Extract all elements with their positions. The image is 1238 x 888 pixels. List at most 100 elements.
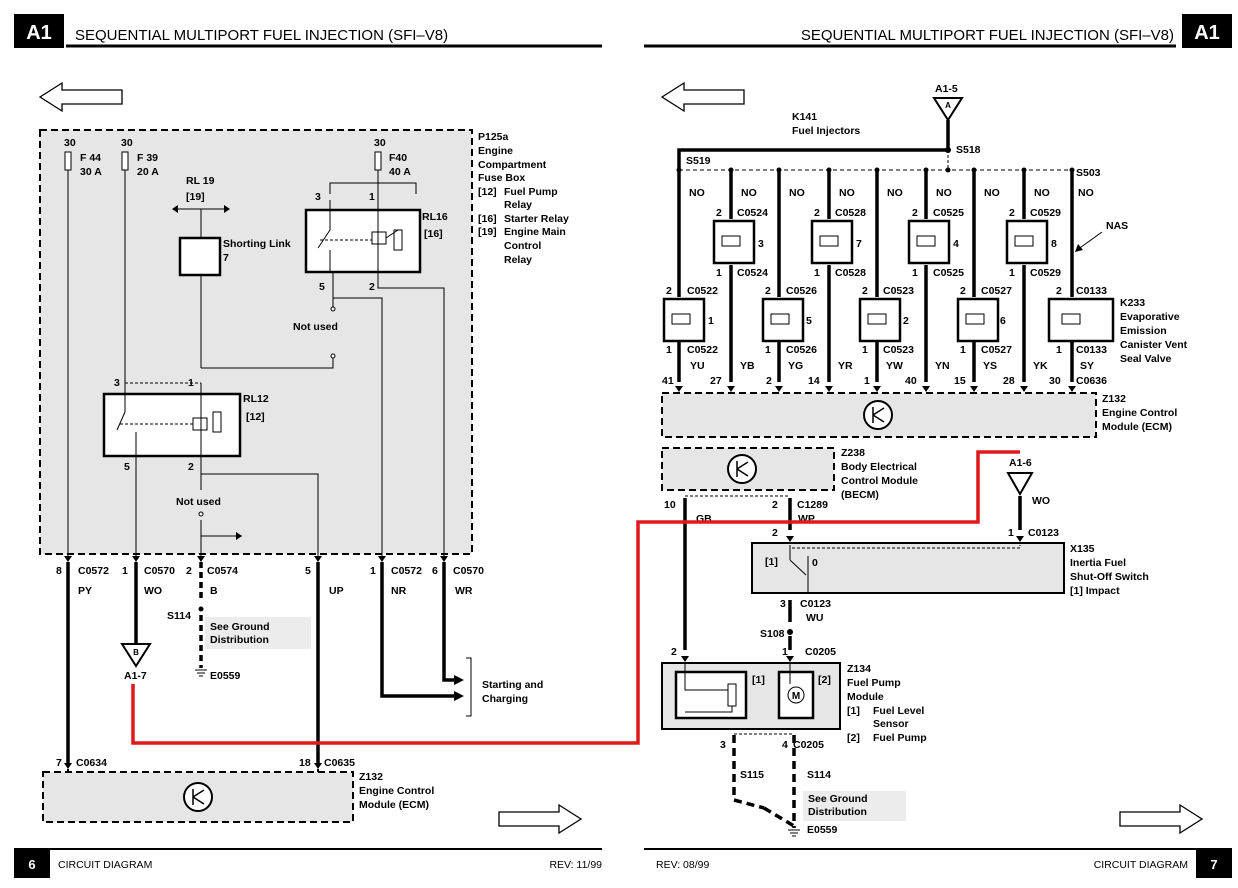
ecm-pin-40: 40: [905, 375, 917, 387]
next-page-arrow-left[interactable]: [498, 803, 583, 835]
rl16-not-used: Not used: [293, 321, 338, 333]
left-page: A1 SEQUENTIAL MULTIPORT FUEL INJECTION (…: [14, 14, 602, 878]
prev-page-arrow[interactable]: [38, 81, 123, 113]
legend-19-line1: Engine Main: [504, 226, 566, 238]
inj-lo-1-pin-bot: 1: [666, 344, 672, 356]
z134-legend1-line1: Fuel Level: [873, 705, 924, 717]
wire-yb: YB: [740, 360, 755, 372]
ref-b-triangle: [120, 643, 152, 668]
becm-pin-2: 2: [772, 499, 778, 511]
left-ecm-code: Z132: [359, 771, 383, 783]
right-ground-note-1: See Ground: [808, 793, 868, 805]
conn-6-pin: 6: [432, 565, 438, 577]
fuse-44-amps: 30 A: [80, 166, 102, 178]
canister-line2: Emission: [1120, 325, 1167, 337]
rl16-pin-a: 3: [315, 191, 321, 203]
fuse-40: [374, 151, 382, 171]
no-2: NO: [741, 187, 757, 199]
conn-2-pin: 1: [122, 565, 128, 577]
becm-line3: (BECM): [841, 489, 879, 501]
prev-page-arrow-right[interactable]: [660, 81, 745, 113]
legend-key-12: [12]: [478, 186, 497, 198]
left-e0559: E0559: [210, 670, 241, 682]
left-ecm-line1: Engine Control: [359, 785, 434, 797]
s503: S503: [1076, 167, 1101, 179]
ecm-pin-1: 1: [864, 375, 870, 387]
left-ground-note-1: See Ground: [210, 621, 270, 633]
shorting-link: [178, 236, 222, 277]
no-6: NO: [936, 187, 952, 199]
ref-b-letter: B: [133, 648, 139, 657]
fuse-44: [64, 151, 72, 171]
wire-yw: YW: [886, 360, 903, 372]
rl12-ref: [12]: [246, 411, 265, 423]
shorting-link-num: 7: [223, 252, 229, 264]
right-page-number: 7: [1210, 857, 1217, 872]
rl16-pin-c: 5: [319, 281, 325, 293]
rl12-pin-a: 3: [114, 377, 120, 389]
c0123-bot: C0123: [800, 598, 831, 610]
inj-lo-3-conn-bot: C0523: [883, 344, 914, 356]
inj-up-4-pin-bot: 1: [1009, 267, 1015, 279]
right-ecm-line1: Engine Control: [1102, 407, 1177, 419]
inj-lo-2-conn-top: C0526: [786, 285, 817, 297]
z134-legend1-line2: Sensor: [873, 718, 909, 730]
rl16-ref: [16]: [424, 228, 443, 240]
k141-code: K141: [792, 111, 817, 123]
fuse-box-frame: [39, 129, 473, 555]
c0205-pin2: 2: [671, 646, 677, 658]
conn-1-wire: PY: [78, 585, 92, 597]
right-badge: A1: [1194, 22, 1220, 44]
ecm-pin-14: 14: [808, 375, 820, 387]
canister-line1: Evaporative: [1120, 311, 1180, 323]
ecm-pin-30: 30: [1049, 375, 1061, 387]
injector-6-num: 6: [1000, 315, 1006, 327]
injector-2-num: 2: [903, 315, 909, 327]
wire-yk: YK: [1033, 360, 1048, 372]
wire-yu: YU: [690, 360, 705, 372]
starting-charging-2: Charging: [482, 693, 528, 705]
s519: S519: [686, 155, 711, 167]
lower-injectors: 2 C0522 1 1 C0522 2 C0526 5 1 C0526 2 C0…: [662, 285, 1188, 365]
right-badge-box: [1182, 14, 1232, 48]
x135-line2: Shut-Off Switch: [1070, 571, 1149, 583]
conn-2-wire: WO: [144, 585, 162, 597]
injector-7-num: 7: [856, 238, 862, 250]
inj-lo-2-pin-bot: 1: [765, 344, 771, 356]
inj-lo-4-pin-bot: 1: [960, 344, 966, 356]
s518: S518: [956, 144, 981, 156]
c0205-pin4: 4: [782, 739, 788, 751]
right-page-number-box: [1196, 850, 1232, 878]
inj-lo-4-conn-top: C0527: [981, 285, 1012, 297]
x135-ref: [1]: [765, 556, 778, 568]
inj-lo-3-pin-bot: 1: [862, 344, 868, 356]
becm-line1: Body Electrical: [841, 461, 917, 473]
fuse-39-amps: 20 A: [137, 166, 159, 178]
no-3: NO: [789, 187, 805, 199]
inj-lo-1-conn-top: C0522: [687, 285, 718, 297]
conn-4-pin: 5: [305, 565, 311, 577]
ecm-pin-15: 15: [954, 375, 966, 387]
fuse-39: [121, 151, 129, 171]
connector-markers: [64, 556, 448, 562]
wire-ys: YS: [983, 360, 997, 372]
conn-3-name: C0574: [207, 565, 238, 577]
z134-code: Z134: [847, 663, 871, 675]
inj-up-2-conn-top: C0528: [835, 207, 866, 219]
z134-ref2: [2]: [818, 674, 831, 686]
left-footer-label: CIRCUIT DIAGRAM: [58, 859, 152, 871]
rl12-pin-d: 2: [188, 461, 194, 473]
upper-injectors: 2 C0524 3 1 C0524 2 C0528 7 1 C0528 2 C0…: [712, 207, 1061, 279]
left-revision: REV: 11/99: [549, 859, 602, 871]
rl16-name: RL16: [422, 211, 448, 223]
canister-line3: Canister Vent: [1120, 339, 1188, 351]
injector-4-num: 4: [953, 238, 959, 250]
c0634-name: C0634: [76, 757, 107, 769]
fuse-39-name: F 39: [137, 152, 158, 164]
c0636: C0636: [1076, 375, 1107, 387]
becm-code: Z238: [841, 447, 865, 459]
next-page-arrow-right[interactable]: [1119, 803, 1204, 835]
no-7: NO: [984, 187, 1000, 199]
pump-motor-label: M: [792, 691, 800, 702]
legend-19-line3: Relay: [504, 254, 532, 266]
